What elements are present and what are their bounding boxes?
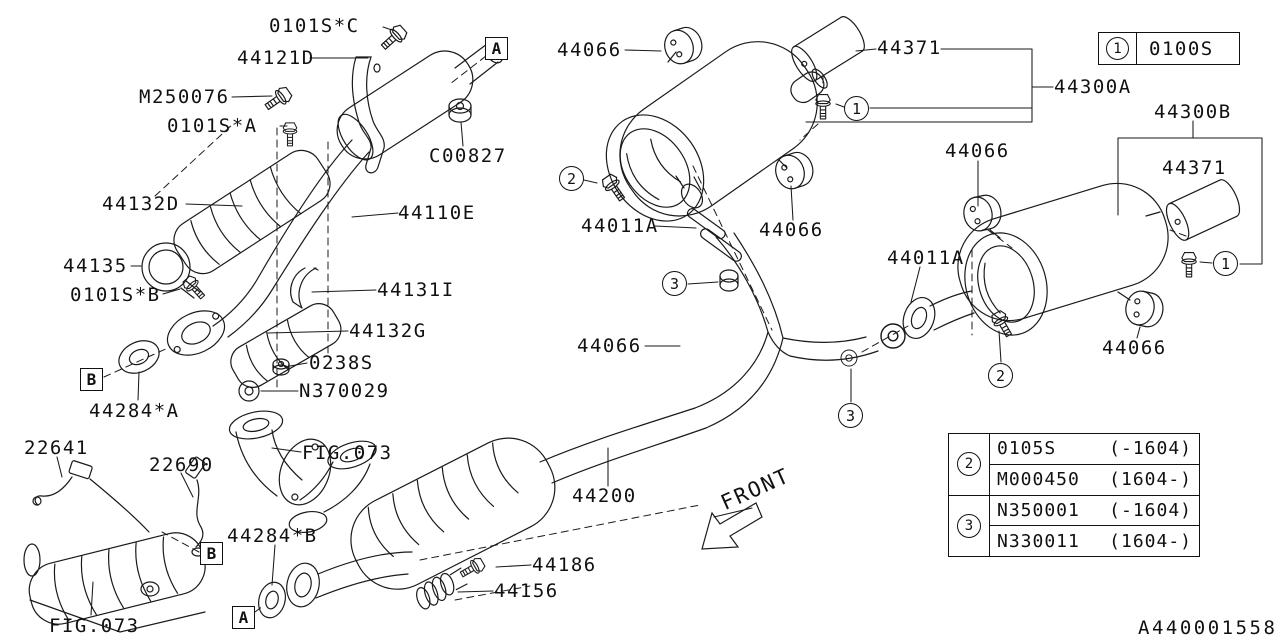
part-label-c00827: C00827 <box>429 145 507 167</box>
front-pipe-assembly <box>103 22 504 402</box>
legend-callout-number: 1 <box>1106 37 1129 60</box>
applicability-table: 2 3 0105S (-1604) M000450 (1604-) N35000… <box>948 433 1200 557</box>
applicability-table-rows: 0105S (-1604) M000450 (1604-) N350001 (-… <box>990 434 1199 556</box>
front-pipe-fig073 <box>228 410 377 533</box>
callout-circle-1-top: 1 <box>844 96 869 121</box>
table-part-code: N330011 <box>997 530 1080 552</box>
part-label-n370029: N370029 <box>299 380 390 402</box>
center-pipe-inlet <box>161 504 701 619</box>
part-label-m250076: M250076 <box>139 86 230 108</box>
o2-sensor-22641 <box>32 460 150 533</box>
part-label-0101s-c: 0101S*C <box>269 15 360 37</box>
table-row: M000450 (1604-) <box>990 463 1199 495</box>
view-ref-box-a-bottom: A <box>232 606 255 629</box>
part-label-44066-b: 44066 <box>945 140 1010 162</box>
legend-box: 1 0100S <box>1098 32 1240 65</box>
view-ref-box-a-top: A <box>485 37 508 60</box>
table-date-range: (1604-) <box>1109 530 1192 552</box>
legend-callout-cell: 1 <box>1099 33 1137 64</box>
callout-circle-3-left: 3 <box>662 271 687 296</box>
center-muffler-44200 <box>350 331 784 590</box>
part-label-0238s: 0238S <box>309 352 374 374</box>
table-row: N350001 (-1604) <box>990 494 1199 526</box>
table-callout-2-cell: 2 <box>949 434 989 495</box>
table-row: 0105S (-1604) <box>990 434 1199 464</box>
table-callout-2: 2 <box>957 452 981 477</box>
part-label-44284-b: 44284*B <box>227 525 318 547</box>
rear-muffler-44300b <box>957 176 1245 340</box>
part-label-44371-a: 44371 <box>877 37 942 59</box>
leader-lines <box>56 26 1263 616</box>
callout-circle-1-right: 1 <box>1213 251 1238 276</box>
part-label-0101s-b: 0101S*B <box>70 284 161 306</box>
heat-shield-44132d <box>173 149 331 275</box>
mid-pipe-left-branch <box>686 165 784 339</box>
part-label-44066-a: 44066 <box>557 39 622 61</box>
flex-joint-44156 <box>416 567 468 610</box>
view-ref-box-b-left: B <box>80 368 103 391</box>
part-label-44300b: 44300B <box>1154 101 1232 123</box>
part-label-44110e: 44110E <box>398 202 476 224</box>
part-label-44131i: 44131I <box>377 279 455 301</box>
table-part-code: N350001 <box>997 499 1080 521</box>
part-label-44011a-a: 44011A <box>581 215 659 237</box>
table-row: N330011 (1604-) <box>990 525 1199 556</box>
part-label-44186: 44186 <box>532 554 597 576</box>
callout-circle-2-left: 2 <box>559 166 584 191</box>
part-label-44132g: 44132G <box>349 320 427 342</box>
part-label-22690: 22690 <box>149 454 214 476</box>
table-date-range: (-1604) <box>1109 499 1192 521</box>
callout-circle-3-right: 3 <box>838 403 863 428</box>
part-label-44066-c: 44066 <box>759 219 824 241</box>
part-label-44132d: 44132D <box>102 193 180 215</box>
table-part-code: 0105S <box>997 438 1057 460</box>
table-callout-3: 3 <box>957 513 981 538</box>
applicability-table-number-column: 2 3 <box>949 434 990 556</box>
table-part-code: M000450 <box>997 469 1080 491</box>
rear-muffler-44300a <box>605 12 870 222</box>
mid-pipe-right-branch <box>767 249 975 367</box>
drawing-number: A440001558 <box>1138 617 1278 639</box>
view-ref-box-b-mid: B <box>200 542 223 565</box>
part-label-44135: 44135 <box>63 255 128 277</box>
part-label-44066-d: 44066 <box>577 335 642 357</box>
part-label-fig073-pipe: FIG.073 <box>302 442 393 464</box>
part-label-22641: 22641 <box>24 437 89 459</box>
table-date-range: (-1604) <box>1109 438 1192 460</box>
part-label-fig073-cat: FIG.073 <box>49 615 140 637</box>
table-callout-3-cell: 3 <box>949 494 989 557</box>
part-label-44121d: 44121D <box>237 47 315 69</box>
part-label-44011a-b: 44011A <box>887 247 965 269</box>
part-label-44284-a: 44284*A <box>89 400 180 422</box>
part-label-44371-b: 44371 <box>1162 157 1227 179</box>
front-arrow-icon <box>701 502 763 550</box>
callout-circle-2-right: 2 <box>988 363 1013 388</box>
legend-part-code: 0100S <box>1149 37 1214 60</box>
part-label-0101s-a: 0101S*A <box>167 115 258 137</box>
part-label-44156: 44156 <box>494 580 559 602</box>
part-label-44300a: 44300A <box>1054 76 1132 98</box>
part-label-44200: 44200 <box>572 485 637 507</box>
part-label-44066-e: 44066 <box>1102 337 1167 359</box>
table-date-range: (1604-) <box>1109 469 1192 491</box>
